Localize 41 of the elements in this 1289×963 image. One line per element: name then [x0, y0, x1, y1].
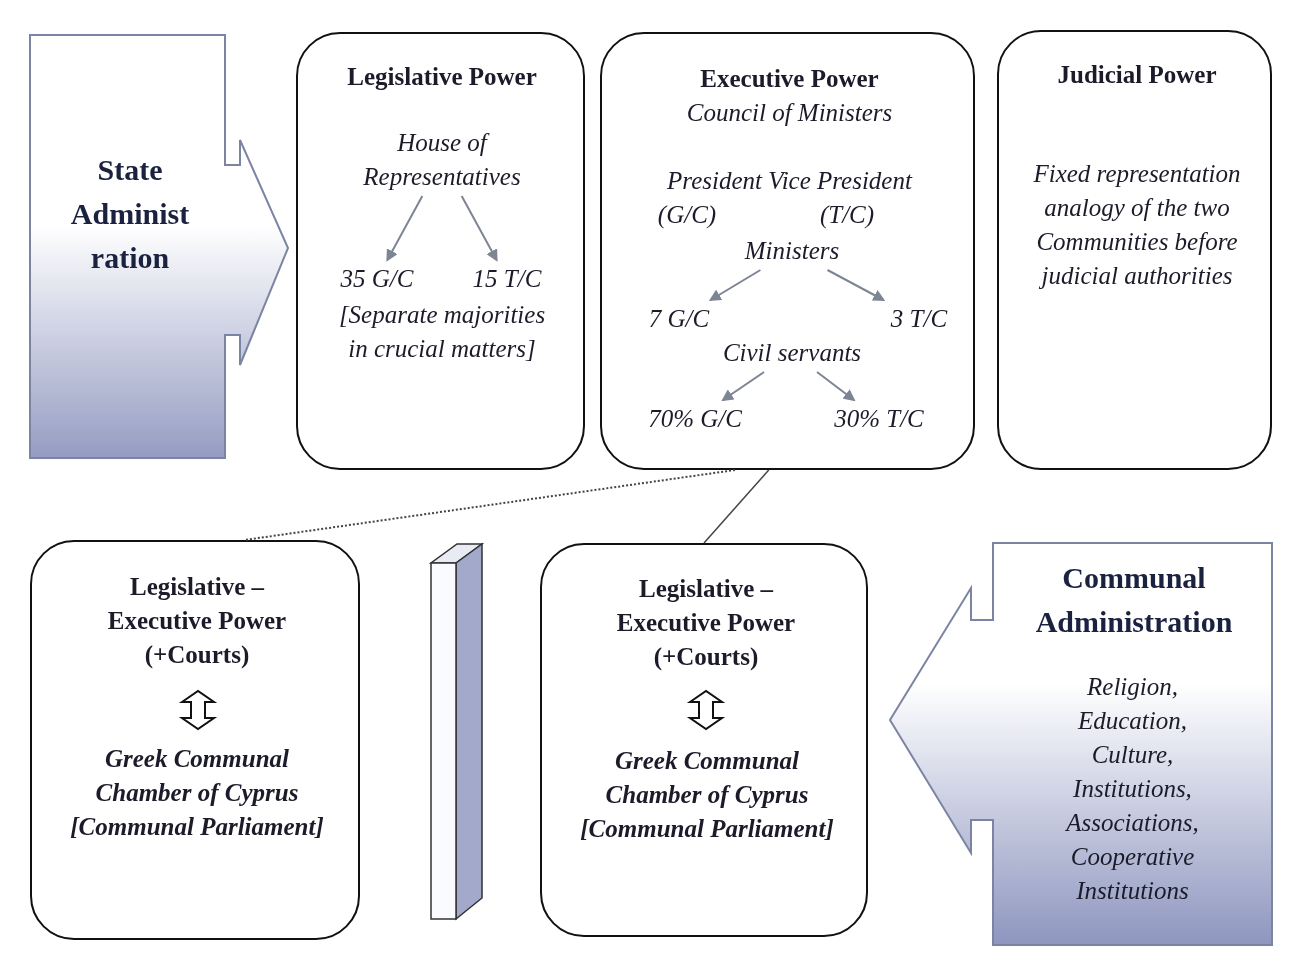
box-text: (T/C) — [818, 200, 876, 231]
box-heading: Legislative – Executive Power (+Courts) — [615, 574, 797, 672]
text-label: 7 G/C — [634, 302, 724, 336]
rounded-box — [30, 540, 360, 940]
box-heading: State Administ ration — [69, 152, 191, 276]
block-arrow — [890, 543, 1272, 945]
box-heading: Communal Administration — [1034, 560, 1234, 640]
connector-line — [703, 469, 770, 544]
text-label: Ministers — [722, 234, 862, 268]
box-text: President Vice President — [666, 166, 914, 196]
rounded-box — [600, 32, 975, 470]
text-label: 30% T/C — [814, 402, 944, 436]
rounded-box — [997, 30, 1272, 470]
box-text: Council of Ministers — [685, 98, 894, 128]
block-arrow — [30, 35, 288, 458]
box-heading: Judicial Power — [1056, 60, 1218, 90]
text-label: House of Representatives — [342, 126, 542, 194]
text-label: 70% G/C — [630, 402, 760, 436]
box-text: [Separate majorities in crucial matters] — [337, 300, 547, 364]
box-text: (G/C) — [656, 200, 718, 230]
text-label: 15 T/C — [457, 262, 557, 296]
box-text: Greek Communal Chamber of Cyprus [Communal Parliament] — [579, 746, 835, 844]
arrow — [460, 195, 498, 262]
box-text: Religion, Education, Culture, Institutions, Associations, Cooperative Institutions — [1064, 672, 1200, 906]
rounded-box — [540, 543, 868, 937]
text-label: 35 G/C — [327, 262, 427, 296]
box-heading: Legislative Power — [346, 62, 538, 92]
text-label: Civil servants — [692, 336, 892, 370]
divider-bar — [430, 543, 484, 920]
box-text: Fixed representation analogy of the two Communities before judicial authorities — [1032, 159, 1242, 291]
arrow — [386, 195, 424, 262]
arrow — [816, 371, 856, 402]
arrow — [708, 269, 762, 302]
rounded-box — [296, 32, 585, 470]
arrow — [721, 371, 766, 402]
text-label: 3 T/C — [874, 302, 964, 336]
dotted-line — [243, 469, 736, 541]
box-heading: Legislative – Executive Power (+Courts) — [106, 572, 288, 670]
box-text: Greek Communal Chamber of Cyprus [Communal Parliament] — [69, 744, 325, 842]
box-heading: Executive Power — [699, 64, 880, 94]
arrow — [826, 269, 886, 301]
